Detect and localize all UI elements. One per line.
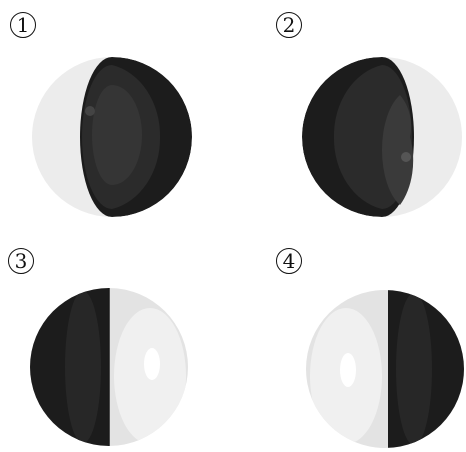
label-1: 1 — [10, 12, 36, 38]
moon-spot — [85, 106, 95, 116]
moon-spot — [340, 353, 356, 387]
label-3: 3 — [8, 248, 34, 274]
label-2: 2 — [276, 12, 302, 38]
moon-diagram-4 — [304, 288, 466, 450]
moon-diagram-2 — [300, 55, 465, 220]
moon-spot — [401, 152, 411, 162]
moon-spot — [144, 348, 160, 380]
moon-diagram-3 — [28, 286, 190, 448]
moon-diagram-1 — [30, 55, 195, 220]
moon-shadow-band — [65, 291, 101, 443]
label-4: 4 — [276, 248, 302, 274]
moon-shadow-band — [396, 293, 432, 445]
